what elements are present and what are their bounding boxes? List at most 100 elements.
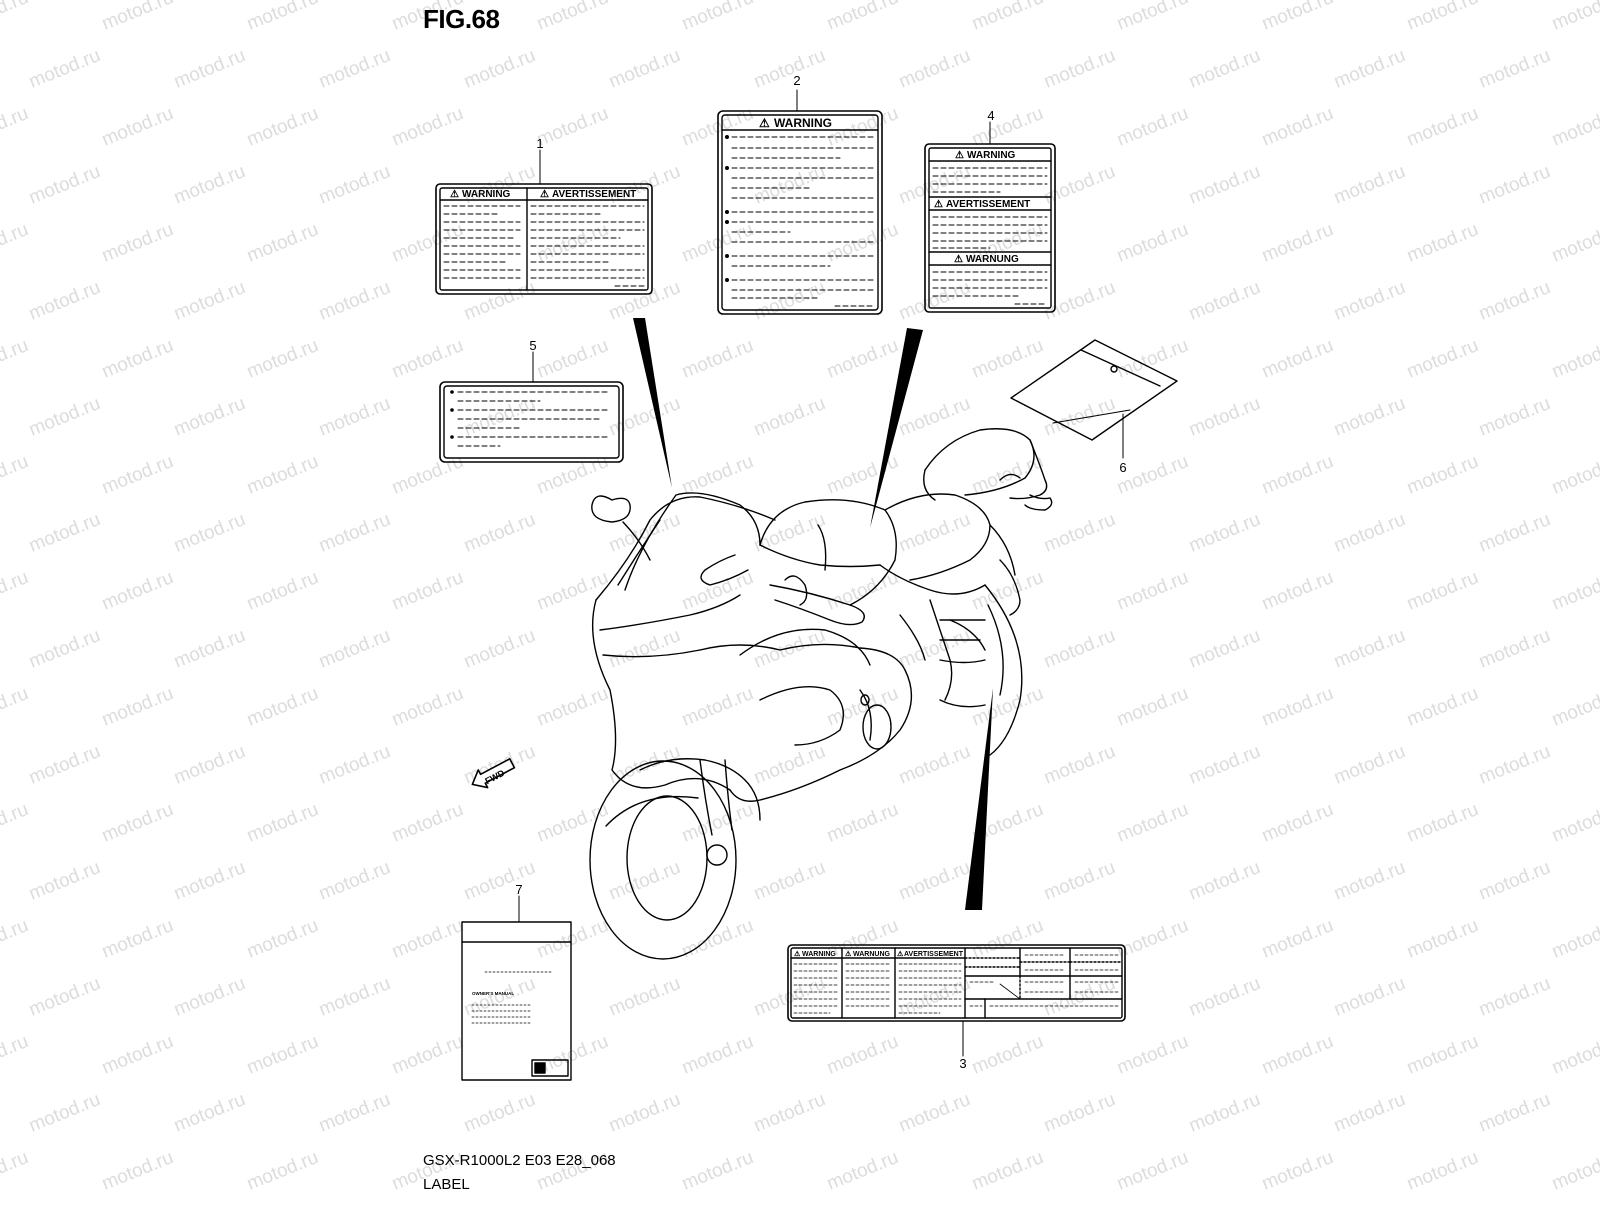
watermark-text: motod.ru — [1114, 683, 1191, 731]
watermark-text: motod.ru — [1186, 161, 1263, 209]
label-1-avertissement-title: AVERTISSEMENT — [552, 189, 636, 200]
watermark-text: motod.ru — [1331, 857, 1408, 905]
watermark-text: motod.ru — [606, 625, 683, 673]
watermark-text: motod.ru — [244, 219, 321, 267]
watermark-text: motod.ru — [824, 799, 901, 847]
watermark-text: motod.ru — [1476, 509, 1553, 557]
watermark-text: motod.ru — [751, 45, 828, 93]
watermark-text: motod.ru — [461, 625, 538, 673]
watermark-text: motod.ru — [534, 799, 611, 847]
watermark-text: motod.ru — [1114, 0, 1191, 35]
watermark-text: motod.ru — [389, 219, 466, 267]
watermark-text: motod.ru — [679, 451, 756, 499]
watermark-text: motod.ru — [1404, 683, 1481, 731]
label-2-bullets — [725, 135, 729, 282]
watermark-text: motod.ru — [244, 335, 321, 383]
watermark-text: motod.ru — [679, 799, 756, 847]
label-3-headers: ⚠ WARNING ⚠ WARNUNG ⚠ AVERTISSEMENT — [794, 950, 964, 958]
watermark-text: motod.ru — [969, 335, 1046, 383]
callout-2: 2 — [793, 73, 800, 88]
watermark-text: motod.ru — [969, 567, 1046, 615]
watermark-text: motod.ru — [171, 741, 248, 789]
watermark-text: motod.ru — [99, 1147, 176, 1195]
watermark-text: motod.ru — [1041, 741, 1118, 789]
watermark-text: motod.ru — [316, 277, 393, 325]
watermark-text: motod.ru — [751, 509, 828, 557]
watermark-text: motod.ru — [1549, 683, 1600, 731]
callout-7: 7 — [515, 882, 522, 897]
watermark-text: motod.ru — [1186, 625, 1263, 673]
watermark-text: motod.ru — [26, 625, 103, 673]
label-3 — [787, 944, 1126, 1057]
warning-triangle-icon: ⚠ — [954, 254, 963, 265]
watermark-text: motod.ru — [824, 1031, 901, 1079]
watermark-text: motod.ru — [1549, 1031, 1600, 1079]
watermark-text: motod.ru — [1186, 857, 1263, 905]
watermark-text: motod.ru — [1404, 1147, 1481, 1195]
watermark-text: motod.ru — [1476, 857, 1553, 905]
watermark-text: motod.ru — [606, 857, 683, 905]
watermark-text: motod.ru — [1259, 335, 1336, 383]
watermark-text: motod.ru — [534, 567, 611, 615]
watermark-text: motod.ru — [1259, 567, 1336, 615]
watermark-text: motod.ru — [26, 973, 103, 1021]
watermark-text: motod.ru — [679, 1147, 756, 1195]
watermark-text: motod.ru — [26, 1089, 103, 1137]
owners-manual-title: OWNER'S MANUAL — [472, 991, 514, 996]
label-5 — [439, 351, 624, 463]
watermark-text: motod.ru — [1404, 1031, 1481, 1079]
watermark-text: motod.ru — [171, 625, 248, 673]
label-3-warning-title: WARNING — [802, 951, 836, 958]
watermark-text: motod.ru — [26, 509, 103, 557]
watermark-text: motod.ru — [171, 45, 248, 93]
watermark-text: motod.ru — [679, 915, 756, 963]
watermark-text: motod.ru — [99, 567, 176, 615]
watermark-text: motod.ru — [1404, 915, 1481, 963]
watermark-text: motod.ru — [26, 741, 103, 789]
watermark-text: motod.ru — [389, 335, 466, 383]
figure-name: LABEL — [423, 1176, 470, 1193]
watermark-text: motod.ru — [171, 393, 248, 441]
watermark-text: motod.ru — [389, 683, 466, 731]
watermark-text: motod.ru — [1041, 161, 1118, 209]
watermark-text: motod.ru — [1476, 741, 1553, 789]
label-headers: ⚠ WARNING ⚠ AVERTISSEMENT ⚠ WARNING ⚠ WA… — [450, 116, 1030, 996]
watermark-text: motod.ru — [1186, 973, 1263, 1021]
watermark-text: motod.ru — [244, 451, 321, 499]
watermark-text: motod.ru — [389, 103, 466, 151]
watermark-text: motod.ru — [1114, 103, 1191, 151]
watermark-text: motod.ru — [1186, 741, 1263, 789]
watermark-text: motod.ru — [824, 567, 901, 615]
label-6 — [1010, 339, 1178, 459]
watermark-text: motod.ru — [1186, 1089, 1263, 1137]
watermark-text: motod.ru — [26, 161, 103, 209]
watermark-text: motod.ru — [461, 393, 538, 441]
watermark-text: motod.ru — [316, 161, 393, 209]
watermark-text: motod.ru — [534, 335, 611, 383]
watermark-text: motod.ru — [171, 1089, 248, 1137]
watermark-text: motod.ru — [1404, 799, 1481, 847]
watermark-text: motod.ru — [969, 1147, 1046, 1195]
watermark-text: motod.ru — [316, 45, 393, 93]
watermark-text: motod.ru — [1041, 625, 1118, 673]
watermark-text: motod.ru — [1404, 567, 1481, 615]
watermark-text: motod.ru — [606, 973, 683, 1021]
watermark-text: motod.ru — [99, 0, 176, 35]
watermark-text: motod.ru — [99, 799, 176, 847]
watermark-text: motod.ru — [99, 219, 176, 267]
watermark-text: motod.ru — [1114, 567, 1191, 615]
pointer-label-2 — [870, 328, 923, 528]
watermark-text: motod.ru — [1476, 393, 1553, 441]
watermark-text: motod.ru — [244, 1147, 321, 1195]
watermark-text: motod.ru — [1114, 335, 1191, 383]
watermark-text: motod.ru — [99, 103, 176, 151]
watermark-text: motod.ru — [534, 0, 611, 35]
watermark-text: motod.ru — [26, 393, 103, 441]
watermark-text: motod.ru — [1549, 451, 1600, 499]
watermark-text: motod.ru — [1404, 103, 1481, 151]
watermark-text: motod.ru — [1041, 857, 1118, 905]
watermark-text: motod.ru — [896, 741, 973, 789]
watermark-text: motod.ru — [1331, 509, 1408, 557]
watermark-text: motod.ru — [171, 509, 248, 557]
